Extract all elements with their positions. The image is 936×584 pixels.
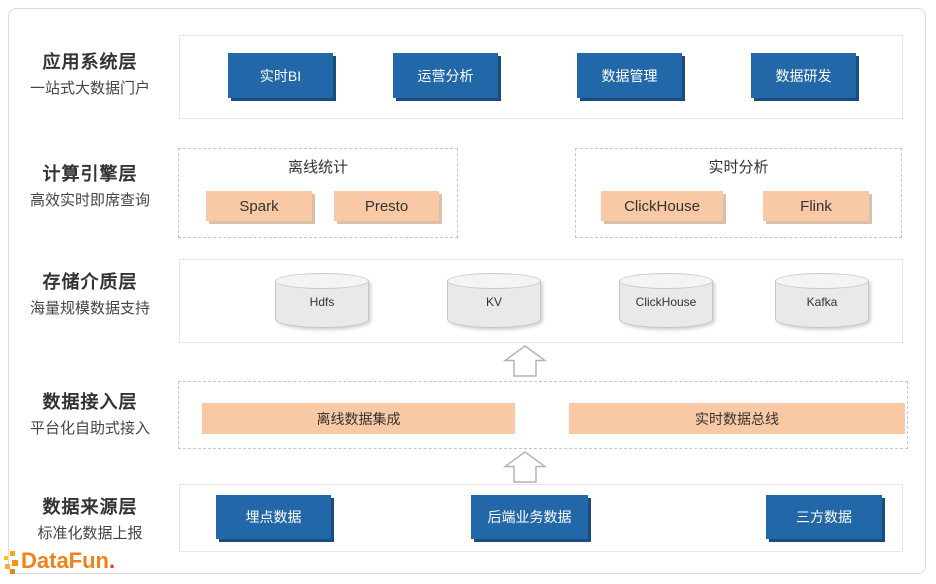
cylinder-top-icon <box>447 273 541 289</box>
layer-label-storage: 存储介质层 海量规模数据支持 <box>6 270 174 318</box>
node-tracking-data: 埋点数据 <box>216 495 331 539</box>
node-clickhouse-engine: ClickHouse <box>601 191 723 221</box>
layer-label-access: 数据接入层 平台化自助式接入 <box>6 390 174 438</box>
layer-title-compute: 计算引擎层 <box>42 164 138 184</box>
datafun-logo-period: . <box>109 548 116 573</box>
cylinder-label: ClickHouse <box>635 295 697 309</box>
node-realtime-bi: 实时BI <box>228 53 333 98</box>
node-presto: Presto <box>334 191 439 221</box>
database-cylinder-kv: KV <box>447 273 541 329</box>
layer-subtitle-access: 平台化自助式接入 <box>29 420 150 437</box>
layer-title-access: 数据接入层 <box>42 392 138 412</box>
layer-subtitle-storage: 海量规模数据支持 <box>29 300 150 317</box>
up-arrow-icon <box>503 451 547 483</box>
offline-compute-group: 离线统计 Spark Presto <box>178 148 458 238</box>
layer-title-application: 应用系统层 <box>42 52 138 72</box>
cylinder-top-icon <box>775 273 869 289</box>
node-offline-data-integration: 离线数据集成 <box>202 403 515 434</box>
storage-layer-box: Hdfs KV ClickHouse Kafka <box>179 259 903 343</box>
layer-title-storage: 存储介质层 <box>42 272 138 292</box>
realtime-compute-group: 实时分析 ClickHouse Flink <box>575 148 902 238</box>
application-layer-box: 实时BI 运营分析 数据管理 数据研发 <box>179 35 903 119</box>
node-spark: Spark <box>206 191 312 221</box>
node-realtime-data-bus: 实时数据总线 <box>569 403 905 434</box>
cylinder-label: KV <box>485 295 502 309</box>
layer-subtitle-application: 一站式大数据门户 <box>29 80 150 97</box>
datafun-logo: DataFun. <box>4 542 115 574</box>
database-cylinder-hdfs: Hdfs <box>275 273 369 329</box>
layer-title-source: 数据来源层 <box>42 497 138 517</box>
access-layer-box: 离线数据集成 实时数据总线 <box>178 381 908 449</box>
layer-subtitle-source: 标准化数据上报 <box>37 525 143 542</box>
node-backend-business-data: 后端业务数据 <box>471 495 588 539</box>
cylinder-label: Kafka <box>806 295 838 309</box>
layer-label-application: 应用系统层 一站式大数据门户 <box>6 50 174 98</box>
source-layer-box: 埋点数据 后端业务数据 三方数据 <box>179 484 903 552</box>
node-data-development: 数据研发 <box>751 53 856 98</box>
layer-label-source: 数据来源层 标准化数据上报 <box>6 495 174 543</box>
layer-label-compute: 计算引擎层 高效实时即席查询 <box>6 162 174 210</box>
node-data-management: 数据管理 <box>577 53 682 98</box>
up-arrow-icon <box>503 345 547 377</box>
realtime-compute-group-title: 实时分析 <box>708 159 769 176</box>
layer-subtitle-compute: 高效实时即席查询 <box>29 192 150 209</box>
offline-compute-group-title: 离线统计 <box>287 159 348 176</box>
node-third-party-data: 三方数据 <box>766 495 882 539</box>
node-operation-analysis: 运营分析 <box>393 53 498 98</box>
cylinder-top-icon <box>619 273 713 289</box>
database-cylinder-clickhouse: ClickHouse <box>619 273 713 329</box>
cylinder-top-icon <box>275 273 369 289</box>
datafun-logo-pixels-icon <box>4 548 20 574</box>
database-cylinder-kafka: Kafka <box>775 273 869 329</box>
datafun-logo-text: DataFun <box>21 548 109 573</box>
cylinder-label: Hdfs <box>309 295 335 309</box>
node-flink: Flink <box>763 191 869 221</box>
